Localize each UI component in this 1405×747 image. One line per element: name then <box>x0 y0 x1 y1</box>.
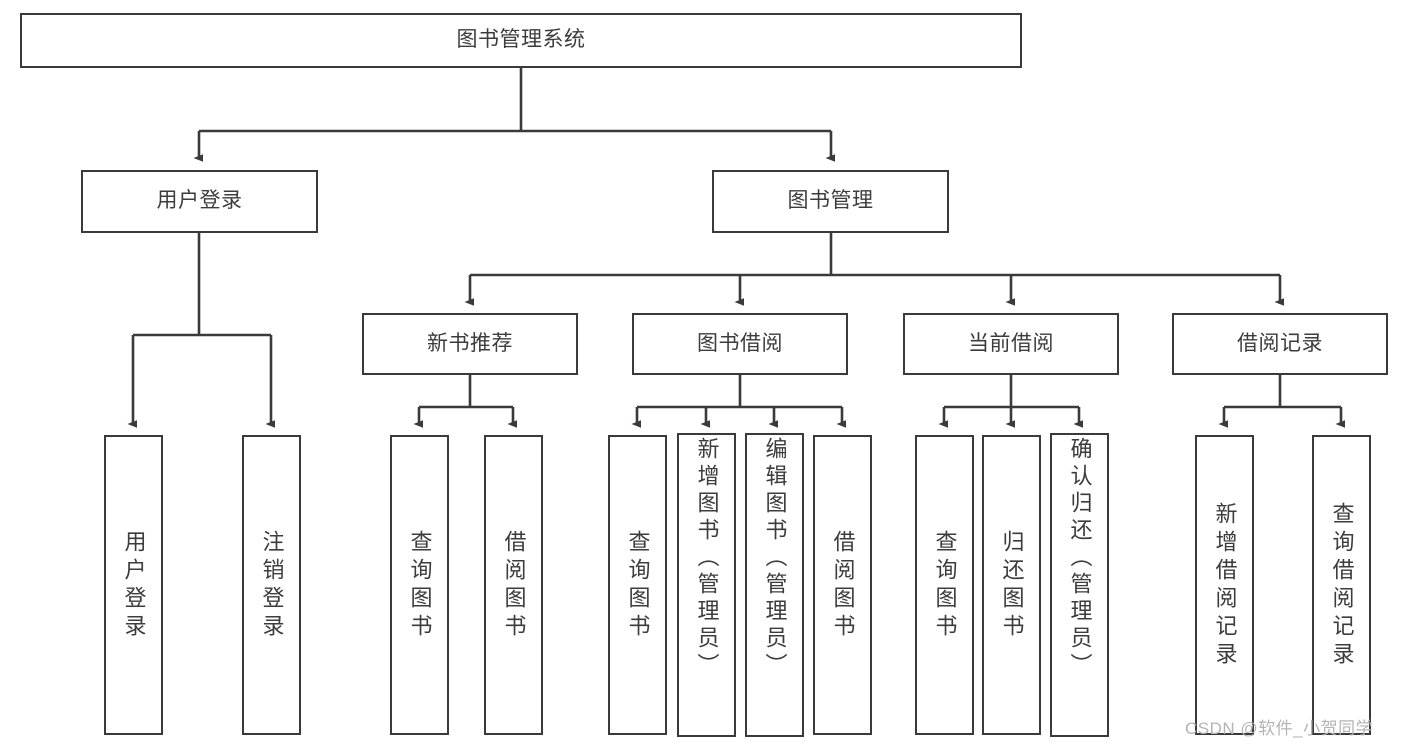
node-label: 借阅记录 <box>1237 331 1323 355</box>
node-label: 图书管理 <box>787 189 874 213</box>
node-label: 注销登录 <box>259 530 285 642</box>
node-label: 新增借阅记录 <box>1212 502 1238 670</box>
node-label: 编辑图书（管理员） <box>762 437 788 680</box>
leaf-user-login[interactable]: 用户登录 <box>104 435 163 735</box>
node-book-borrow[interactable]: 图书借阅 <box>632 313 848 375</box>
node-borrow-record[interactable]: 借阅记录 <box>1172 313 1388 375</box>
leaf-borrow-book-1[interactable]: 借阅图书 <box>484 435 543 735</box>
node-label: 查询图书 <box>625 530 651 642</box>
node-label: 借阅图书 <box>501 530 527 642</box>
leaf-query-record[interactable]: 查询借阅记录 <box>1312 435 1371 735</box>
node-label: 新增图书（管理员） <box>694 437 720 680</box>
node-label: 用户登录 <box>156 189 243 213</box>
leaf-edit-book[interactable]: 编辑图书（管理员） <box>745 433 804 737</box>
node-label: 新书推荐 <box>427 331 513 355</box>
leaf-borrow-book-2[interactable]: 借阅图书 <box>813 435 872 735</box>
leaf-add-book[interactable]: 新增图书（管理员） <box>677 433 736 737</box>
leaf-confirm-return[interactable]: 确认归还（管理员） <box>1050 433 1109 737</box>
leaf-query-book-1[interactable]: 查询图书 <box>390 435 449 735</box>
node-label: 查询借阅记录 <box>1329 502 1355 670</box>
node-label: 图书借阅 <box>697 331 783 355</box>
csdn-watermark: CSDN @软件_小贺同学 <box>1185 719 1374 738</box>
node-user-login[interactable]: 用户登录 <box>81 170 318 233</box>
node-current-borrow[interactable]: 当前借阅 <box>903 313 1119 375</box>
node-label: 归还图书 <box>999 530 1025 642</box>
leaf-query-book-2[interactable]: 查询图书 <box>608 435 667 735</box>
node-label: 查询图书 <box>407 530 433 642</box>
leaf-add-record[interactable]: 新增借阅记录 <box>1195 435 1254 735</box>
node-label: 当前借阅 <box>968 331 1054 355</box>
leaf-query-book-3[interactable]: 查询图书 <box>915 435 974 735</box>
node-book-management[interactable]: 图书管理 <box>712 170 949 233</box>
leaf-logout-login[interactable]: 注销登录 <box>242 435 301 735</box>
leaf-return-book[interactable]: 归还图书 <box>982 435 1041 735</box>
node-label: 查询图书 <box>932 530 958 642</box>
node-label: 借阅图书 <box>830 530 856 642</box>
node-label: 确认归还（管理员） <box>1067 437 1093 680</box>
node-label: 用户登录 <box>121 530 147 642</box>
node-new-book-recommend[interactable]: 新书推荐 <box>362 313 578 375</box>
node-label: 图书管理系统 <box>456 28 586 52</box>
node-root-system[interactable]: 图书管理系统 <box>20 13 1022 68</box>
